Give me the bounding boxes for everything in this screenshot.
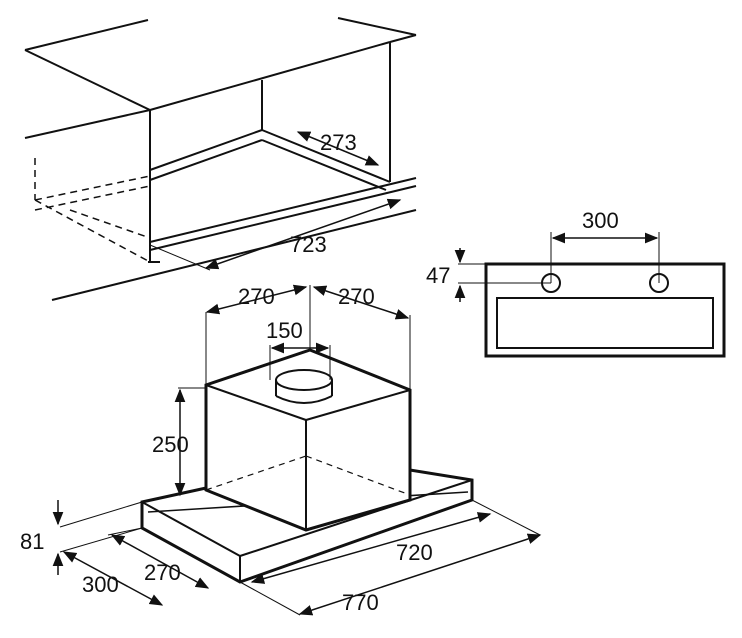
hood-depth-total-label: 300 xyxy=(82,572,119,597)
hole-offset-label: 47 xyxy=(426,263,450,288)
hood-right-half-label: 270 xyxy=(338,284,375,309)
hood-hidden-lines xyxy=(205,420,411,496)
hood-left-half-dim-line xyxy=(205,284,308,315)
mounting-panel-view xyxy=(458,232,726,358)
duct-diameter-label: 150 xyxy=(266,318,303,343)
cabinet-width-ext-line xyxy=(149,244,211,271)
hole-spacing-label: 300 xyxy=(582,208,619,233)
hood-width-total-dim-line xyxy=(298,533,542,616)
cabinet-width-label: 723 xyxy=(290,232,327,257)
hood-left-half-label: 270 xyxy=(238,284,275,309)
hood-width-inner-label: 720 xyxy=(396,540,433,565)
hood-width-total-label: 770 xyxy=(342,590,379,615)
cabinet-width-dim-line xyxy=(204,198,402,270)
wall-cabinet-view xyxy=(24,17,417,301)
cabinet-depth-dim-line xyxy=(296,131,380,166)
hood-thickness-label: 81 xyxy=(20,529,44,554)
hood-height-label: 250 xyxy=(152,432,189,457)
cabinet-depth-label: 273 xyxy=(320,130,357,155)
cabinet-hidden-lines xyxy=(34,158,151,263)
hood-depth-inner-label: 270 xyxy=(144,560,181,585)
hood-extension-lines xyxy=(59,285,541,616)
hood-depth-inner-dim-line xyxy=(110,534,210,589)
hood-right-half-dim-line xyxy=(312,285,410,320)
